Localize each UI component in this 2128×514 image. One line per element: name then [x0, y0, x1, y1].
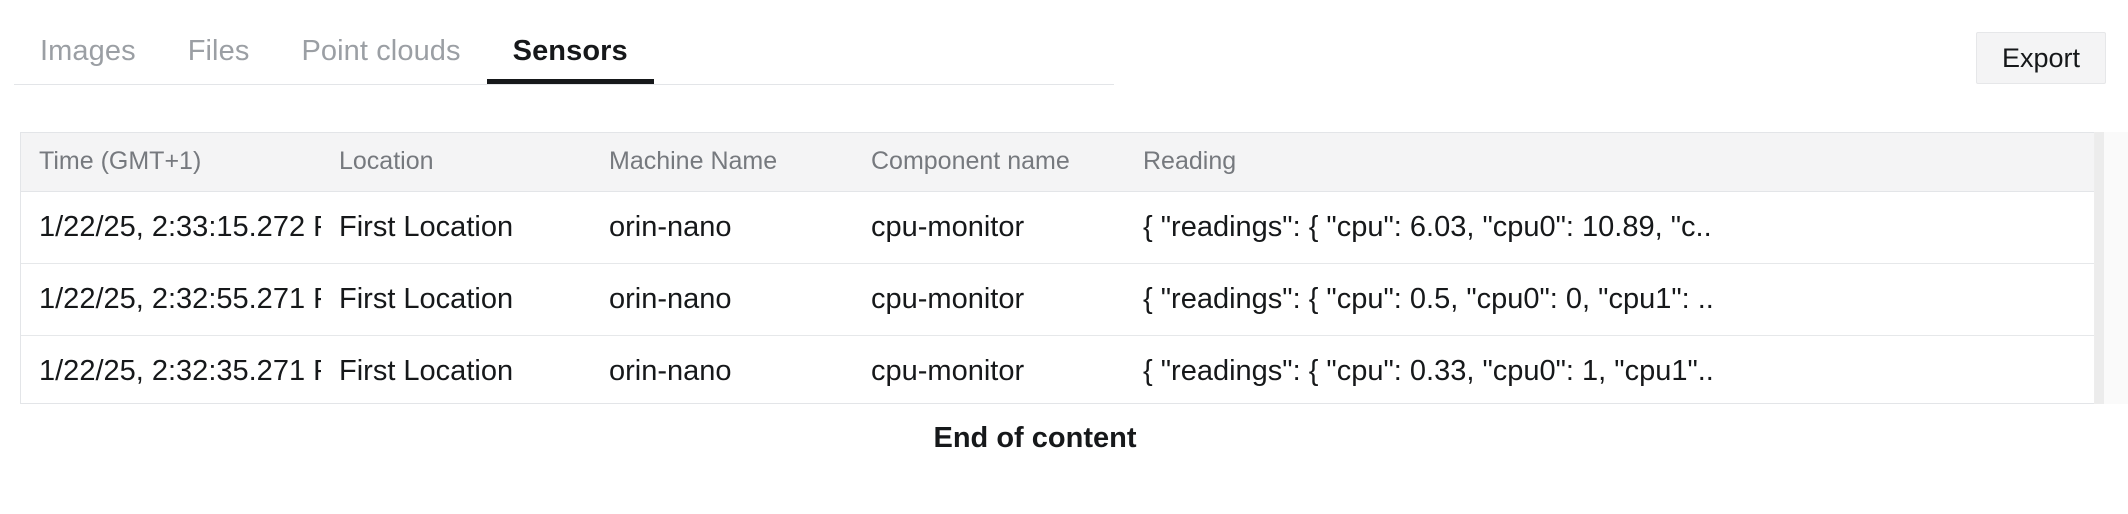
cell-location: First Location	[321, 191, 591, 264]
table-header: Time (GMT+1) Location Machine Name Compo…	[21, 133, 2094, 192]
table-header-row: Time (GMT+1) Location Machine Name Compo…	[21, 133, 2094, 192]
tab-bar: Images Files Point clouds Sensors Export	[0, 0, 2128, 100]
cell-time: 1/22/25, 2:33:15.272 PM	[21, 191, 321, 264]
cell-reading: { "readings": { "cpu": 6.03, "cpu0": 10.…	[1125, 191, 2094, 264]
column-header-time[interactable]: Time (GMT+1)	[21, 133, 321, 192]
column-header-component-name[interactable]: Component name	[853, 133, 1125, 192]
table-body: 1/22/25, 2:33:15.272 PM First Location o…	[21, 191, 2094, 403]
column-header-machine-name[interactable]: Machine Name	[591, 133, 853, 192]
cell-machine-name: orin-nano	[591, 263, 853, 336]
cell-location: First Location	[339, 354, 514, 387]
end-of-content-label: End of content	[933, 422, 1137, 454]
export-button[interactable]: Export	[1976, 32, 2106, 84]
tab-bar-divider	[14, 84, 1114, 85]
cell-reading: { "readings": { "cpu": 0.33, "cpu0": 1, …	[1143, 354, 1714, 387]
cell-reading: { "readings": { "cpu": 0.5, "cpu0": 0, "…	[1125, 263, 2094, 336]
cell-component-name: cpu-monitor	[853, 263, 1125, 336]
tab-images[interactable]: Images	[14, 18, 162, 84]
cell-time: 1/22/25, 2:32:55.271 PM	[21, 263, 321, 336]
cell-machine-name: orin-nano	[591, 191, 853, 264]
tab-point-clouds[interactable]: Point clouds	[275, 18, 486, 84]
tab-files[interactable]: Files	[162, 18, 276, 84]
cell-component-name: cpu-monitor	[871, 354, 1025, 387]
tab-sensors[interactable]: Sensors	[486, 18, 654, 84]
table-vertical-scrollbar[interactable]	[2094, 132, 2128, 404]
cell-location: First Location	[321, 263, 591, 336]
column-header-location[interactable]: Location	[321, 133, 591, 192]
cell-time: 1/22/25, 2:32:35.271 PM	[39, 354, 321, 387]
column-header-reading[interactable]: Reading	[1125, 133, 2094, 192]
sensors-table: Time (GMT+1) Location Machine Name Compo…	[21, 133, 2094, 403]
table-row[interactable]: 1/22/25, 2:32:35.271 PM First Location o…	[21, 335, 2094, 403]
table-row[interactable]: 1/22/25, 2:33:15.272 PM First Location o…	[21, 191, 2094, 264]
table-vertical-scrollbar-thumb[interactable]	[2095, 132, 2104, 404]
cell-component-name: cpu-monitor	[853, 191, 1125, 264]
sensors-table-container: Time (GMT+1) Location Machine Name Compo…	[20, 132, 2094, 404]
tab-list: Images Files Point clouds Sensors	[14, 18, 654, 100]
table-row[interactable]: 1/22/25, 2:32:55.271 PM First Location o…	[21, 263, 2094, 336]
cell-machine-name: orin-nano	[609, 354, 732, 387]
